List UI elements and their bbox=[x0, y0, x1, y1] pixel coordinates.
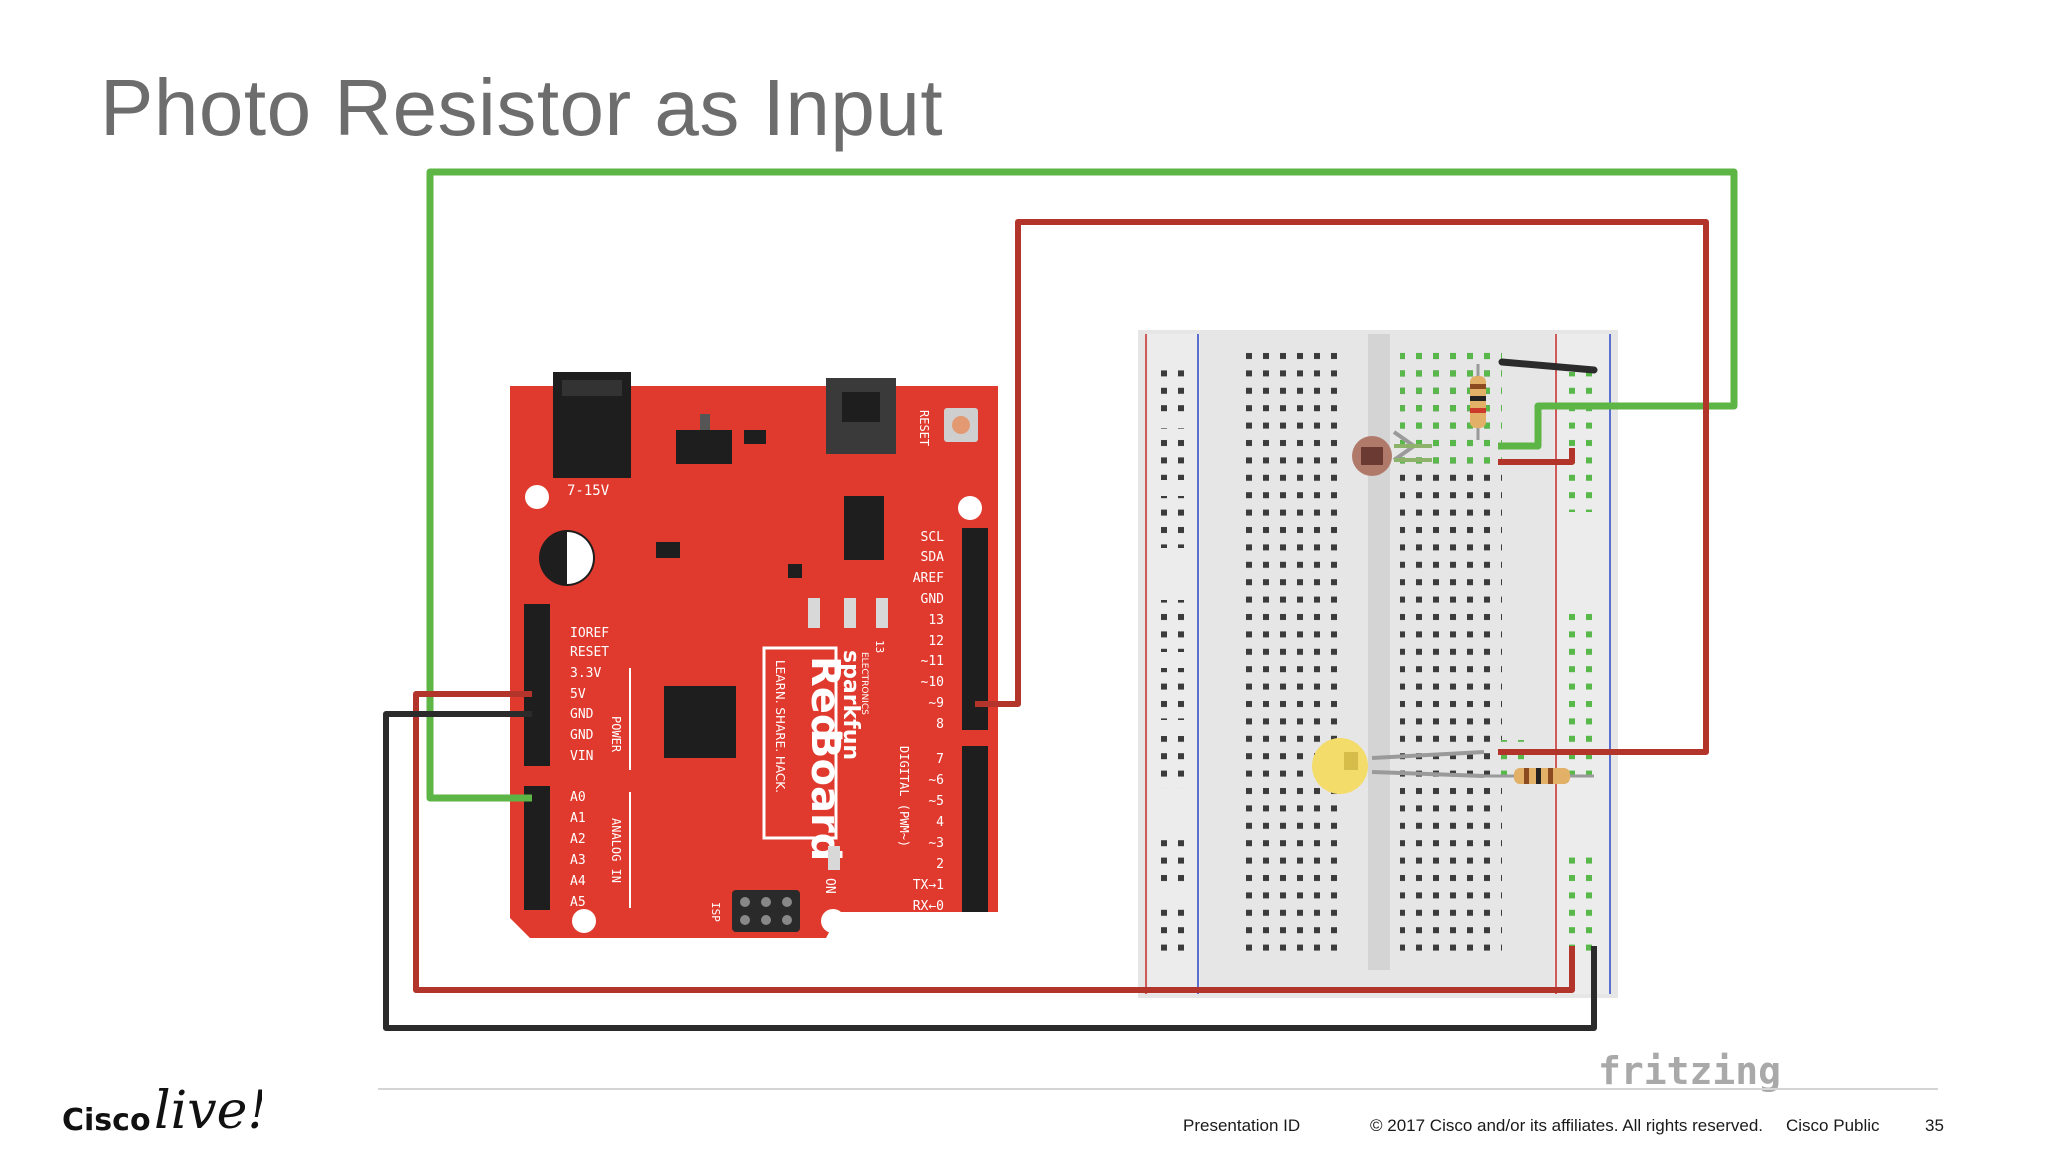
black-wire-gnd bbox=[383, 711, 1597, 1031]
resistor-bottom bbox=[1484, 768, 1594, 784]
fritzing-watermark: fritzing bbox=[1598, 1049, 1781, 1093]
redboard: 7-15V RESET bbox=[510, 372, 998, 938]
led-body bbox=[1312, 738, 1368, 794]
isp-label: ISP bbox=[709, 902, 722, 922]
sparkfun-brand: sparkfun bbox=[838, 650, 863, 760]
digital-header-bottom bbox=[962, 746, 988, 912]
pin-8: 8 bbox=[936, 717, 944, 732]
footer-copyright: © 2017 Cisco and/or its affiliates. All … bbox=[1370, 1116, 1764, 1135]
pin-12: 12 bbox=[928, 634, 944, 649]
resistor-top bbox=[1470, 364, 1486, 440]
pin-reset: RESET bbox=[570, 645, 609, 660]
pin-sda: SDA bbox=[921, 550, 945, 565]
breadboard bbox=[1138, 330, 1618, 998]
black-jumper bbox=[1498, 358, 1598, 374]
pin-gnd-digital: GND bbox=[921, 592, 945, 607]
red-jumper-rail bbox=[1498, 448, 1575, 465]
cisco-logo-text: Cisco bbox=[62, 1103, 151, 1138]
pin-3v3: 3.3V bbox=[570, 666, 601, 681]
pin-7: 7 bbox=[936, 752, 944, 767]
sparkfun-brand-sub: ELECTRONICS bbox=[859, 652, 869, 715]
pin-a5: A5 bbox=[570, 895, 586, 910]
pin-a3: A3 bbox=[570, 853, 586, 868]
slide-title: Photo Resistor as Input bbox=[100, 63, 944, 152]
power-group-label: POWER bbox=[609, 716, 623, 753]
pin-9: ~9 bbox=[928, 696, 944, 711]
on-label: ON bbox=[822, 878, 837, 894]
pin-10: ~10 bbox=[921, 675, 944, 690]
pin-5v: 5V bbox=[570, 687, 586, 702]
photoresistor bbox=[1352, 430, 1432, 476]
pin-1: TX→1 bbox=[913, 878, 944, 893]
digital-group-label: DIGITAL (PWM~) bbox=[897, 746, 911, 847]
pin-gnd-2: GND bbox=[570, 728, 594, 743]
pin-a1: A1 bbox=[570, 811, 586, 826]
footer-rule bbox=[378, 1088, 1938, 1090]
redboard-tagline: LEARN. SHARE. HACK. bbox=[773, 660, 787, 793]
redboard-logo-box bbox=[762, 646, 838, 840]
pin-a4: A4 bbox=[570, 874, 586, 889]
red-wire-pin9 bbox=[975, 219, 1709, 755]
pin-a2: A2 bbox=[570, 832, 586, 847]
power-jack-label: 7-15V bbox=[567, 483, 610, 499]
pin-aref: AREF bbox=[913, 571, 944, 586]
pin-scl: SCL bbox=[921, 530, 945, 545]
redboard-name-red: Red bbox=[802, 656, 848, 743]
pin-11: ~11 bbox=[921, 654, 944, 669]
pin-ioref: IOREF bbox=[570, 626, 609, 641]
reset-label: RESET bbox=[917, 410, 931, 446]
cisco-live-logo: Cisco live! bbox=[62, 1081, 262, 1138]
isp-header bbox=[732, 890, 800, 932]
power-header bbox=[524, 604, 550, 766]
pin-gnd-1: GND bbox=[570, 707, 594, 722]
yellow-led bbox=[1312, 738, 1485, 794]
footer-presentation-id: Presentation ID bbox=[1183, 1116, 1301, 1135]
footer-classification: Cisco Public bbox=[1786, 1116, 1880, 1135]
redboard-name-board: Board bbox=[802, 728, 848, 861]
analog-group-label: ANALOG IN bbox=[609, 818, 623, 883]
led-label-13: 13 bbox=[873, 640, 886, 653]
pin-3: ~3 bbox=[928, 836, 944, 851]
pin-0: RX←0 bbox=[913, 899, 944, 914]
analog-header bbox=[524, 786, 550, 910]
page-number: 35 bbox=[1925, 1116, 1944, 1135]
digital-header-top bbox=[962, 528, 988, 730]
live-logo-text: live! bbox=[154, 1081, 262, 1138]
pin-a0: A0 bbox=[570, 790, 586, 805]
pin-5: ~5 bbox=[928, 794, 944, 809]
pin-vin: VIN bbox=[570, 749, 593, 764]
red-wire-5v bbox=[413, 691, 1575, 993]
breadboard-center-channel bbox=[1368, 334, 1390, 970]
pin-6: ~6 bbox=[928, 773, 944, 788]
pin-4: 4 bbox=[936, 815, 944, 830]
pin-13: 13 bbox=[928, 613, 944, 628]
pin-2: 2 bbox=[936, 857, 944, 872]
microcontroller-chip bbox=[664, 686, 736, 758]
